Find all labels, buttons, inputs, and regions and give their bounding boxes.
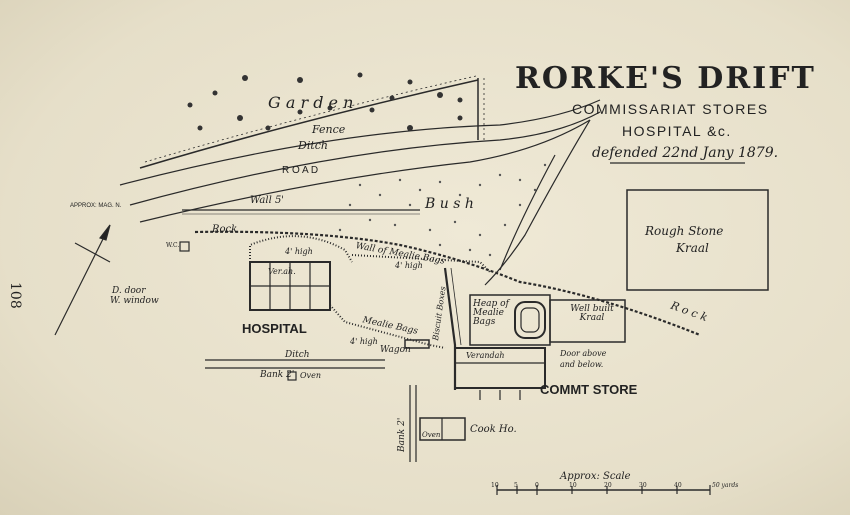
north-arrow (54, 224, 111, 336)
map-title: RORKE'S DRIFT (515, 61, 816, 96)
label-fence: Fence (312, 123, 346, 136)
label-ditch-bottom: Ditch (285, 350, 310, 360)
wagon (404, 339, 430, 349)
rough-stone-kraal (626, 189, 769, 291)
label-wagon: Wagon (380, 345, 411, 355)
legend-window: W. window (110, 296, 159, 306)
scale-tick-2: 0 (535, 482, 539, 489)
road-edge-2 (129, 111, 601, 206)
scale-tick-3: 10 (569, 482, 577, 489)
label-garden: G a r d e n (268, 93, 354, 112)
label-four-high-1: 4' high (395, 261, 423, 270)
scale-title: Approx: Scale (560, 471, 631, 482)
label-bank: Bank 2' (260, 370, 295, 380)
subtitle-date: defended 22nd Jany 1879. (592, 145, 779, 161)
label-four-high-3: 4' high (350, 337, 378, 346)
label-four-high-2: 4' high (285, 247, 313, 256)
subtitle-hospital: HOSPITAL &c. (622, 123, 732, 139)
scale-unit: 50 yards (712, 482, 739, 489)
label-heap-mealie: Heap of Mealie Bags (473, 299, 509, 327)
scale-tick-0: 10 (491, 482, 499, 489)
label-road: R O A D (282, 165, 319, 176)
label-door-note-2: and below. (560, 360, 604, 369)
label-rock-left: Rock (212, 224, 238, 235)
label-cook-house: Cook Ho. (470, 424, 517, 435)
road-bush-edge (484, 119, 591, 286)
road-edge-3 (139, 119, 591, 223)
scale-tick-1: 5 (514, 482, 518, 489)
page-number: 108 (7, 282, 23, 309)
well-built-kraal (549, 299, 626, 343)
road-edge-1 (119, 99, 601, 186)
garden-fence (139, 79, 479, 169)
label-hospital: HOSPITAL (242, 321, 307, 336)
rock-ledge (194, 230, 701, 337)
label-bush: B u s h (425, 196, 474, 212)
label-comm-store: COMMT STORE (540, 382, 638, 397)
subtitle-stores: COMMISSARIAT STORES (572, 101, 769, 117)
label-well-built-kraal: Well built Kraal (570, 304, 614, 323)
label-ditch-top: Ditch (298, 139, 329, 152)
scale-tick-5: 30 (639, 482, 647, 489)
label-wall: Wall 5' (250, 195, 285, 206)
label-oven-2: Oven (422, 431, 441, 439)
label-wc: W.C. (166, 242, 180, 249)
bush-stipple (338, 163, 547, 257)
label-oven-1: Oven (300, 371, 321, 380)
north-label: APPROX: MAG. N. (70, 203, 122, 209)
legend-door: D. door (112, 286, 146, 296)
scale-tick-4: 20 (604, 482, 612, 489)
commissariat-store (454, 347, 546, 389)
label-verandah-store: Verandah (466, 351, 505, 360)
label-rough-stone-kraal: Kraal (676, 241, 709, 255)
scale-tick-6: 40 (674, 482, 682, 489)
garden-trees (187, 72, 463, 131)
label-door-note-1: Door above (560, 349, 607, 358)
label-bank-vertical: Bank 2' (397, 417, 407, 452)
label-verandah-hospital: Ver.ah. (268, 267, 296, 276)
label-rough-stone: Rough Stone (645, 224, 724, 238)
